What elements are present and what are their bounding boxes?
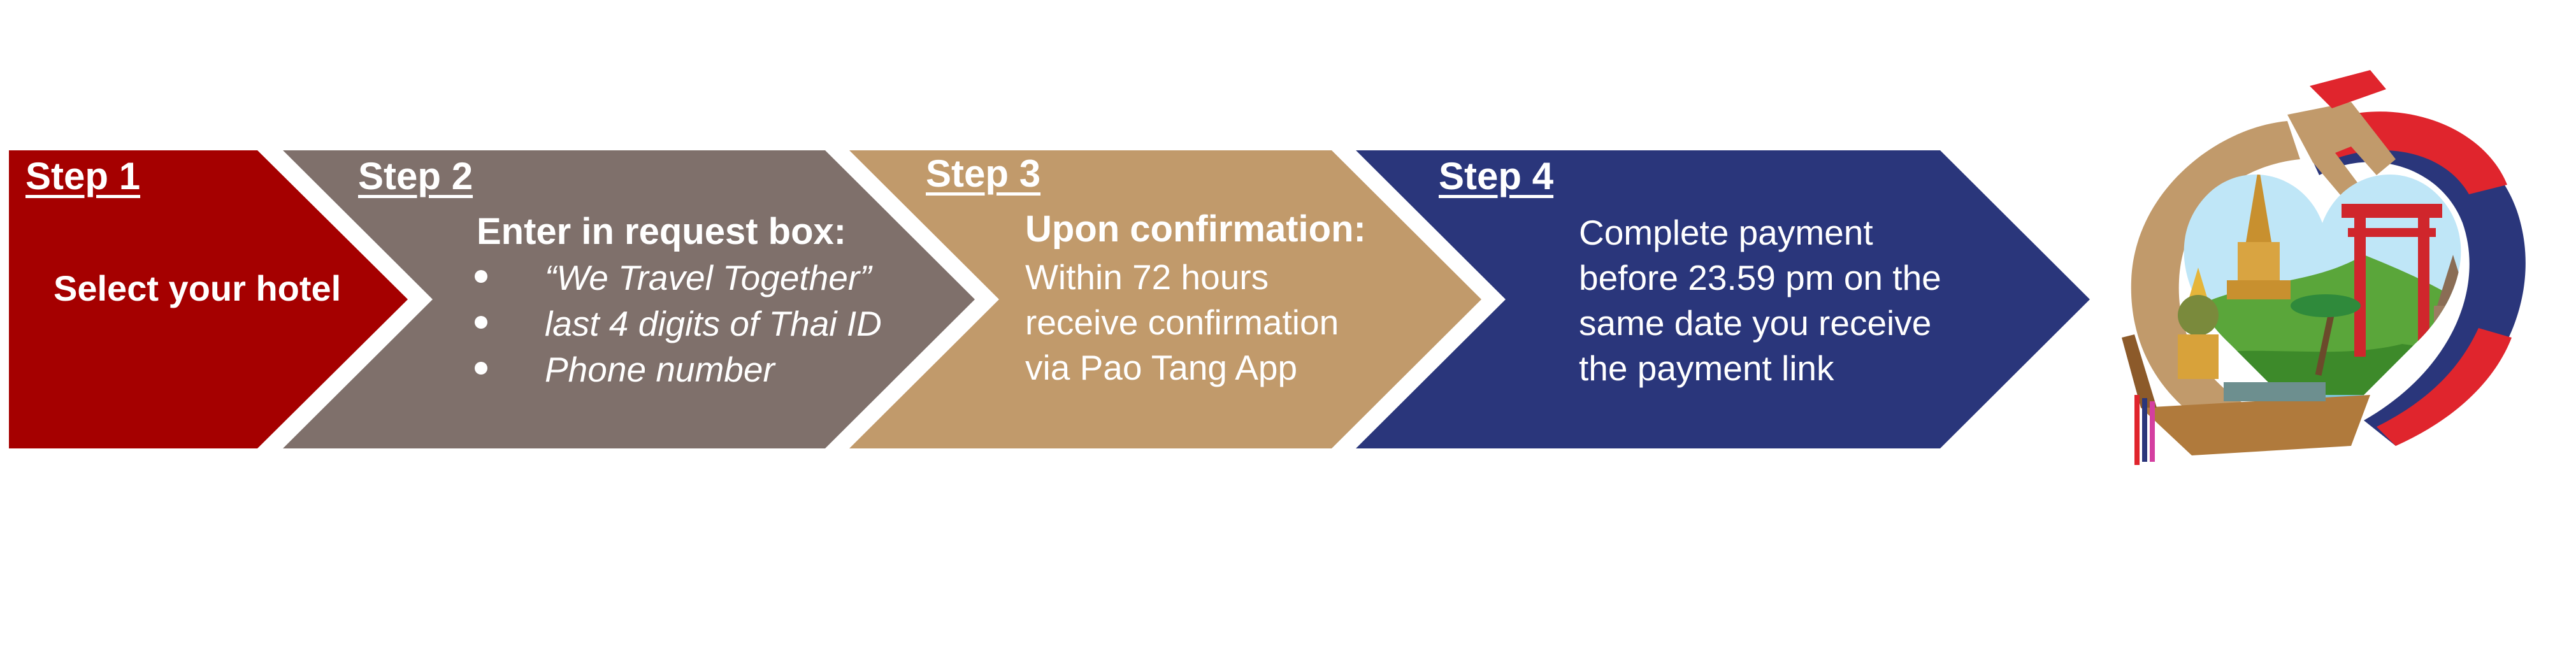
step-4-line: Complete payment bbox=[1579, 213, 1873, 252]
step-1-text: Select your hotel bbox=[54, 268, 342, 308]
list-item: last 4 digits of Thai ID bbox=[475, 301, 882, 347]
step-1-label: Step 1 bbox=[25, 155, 141, 197]
step-3-label: Step 3 bbox=[926, 152, 1041, 195]
bullet-icon bbox=[475, 316, 487, 329]
step-1-arrow bbox=[9, 150, 408, 448]
bullet-icon bbox=[475, 270, 487, 283]
handshake-heart-thailand-logo-icon bbox=[2122, 70, 2526, 465]
step-2-heading: Enter in request box: bbox=[477, 211, 847, 252]
step-4-line: same date you receive bbox=[1579, 303, 1932, 343]
step-3-line: via Pao Tang App bbox=[1025, 348, 1298, 387]
step-3-line: receive confirmation bbox=[1025, 303, 1339, 342]
bullet-text: last 4 digits of Thai ID bbox=[545, 304, 882, 343]
step-2-label: Step 2 bbox=[358, 155, 473, 197]
step-2-arrow bbox=[283, 150, 975, 448]
step-4-label: Step 4 bbox=[1439, 155, 1554, 197]
step-4-line: the payment link bbox=[1579, 348, 1834, 388]
bullet-text: Phone number bbox=[545, 350, 775, 389]
bullet-icon bbox=[475, 362, 487, 375]
step-4-text: Complete payment before 23.59 pm on the … bbox=[1579, 210, 1941, 391]
step-4-line: before 23.59 pm on the bbox=[1579, 258, 1941, 297]
step-3-text: Within 72 hours receive confirmation via… bbox=[1025, 255, 1339, 390]
list-item: “We Travel Together” bbox=[475, 255, 882, 301]
step-2-bullet-list: “We Travel Together” last 4 digits of Th… bbox=[475, 255, 882, 392]
step-3-heading: Upon confirmation: bbox=[1025, 208, 1366, 250]
step-4-arrow bbox=[1356, 150, 2090, 448]
bullet-text: “We Travel Together” bbox=[545, 258, 872, 297]
step-3-line: Within 72 hours bbox=[1025, 257, 1269, 297]
step-3-arrow bbox=[849, 150, 1481, 448]
list-item: Phone number bbox=[475, 347, 882, 392]
